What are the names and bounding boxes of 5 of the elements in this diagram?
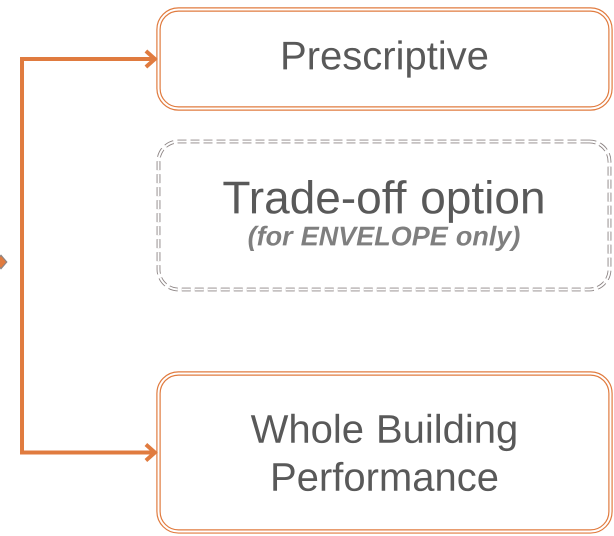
arrow (20, 442, 158, 462)
path-box: Prescriptive (156, 7, 613, 111)
dashed-option-box: Trade-off option (for ENVELOPE only) (156, 140, 612, 292)
arrow (20, 50, 158, 450)
path-box: Whole Building Performance (156, 371, 613, 534)
